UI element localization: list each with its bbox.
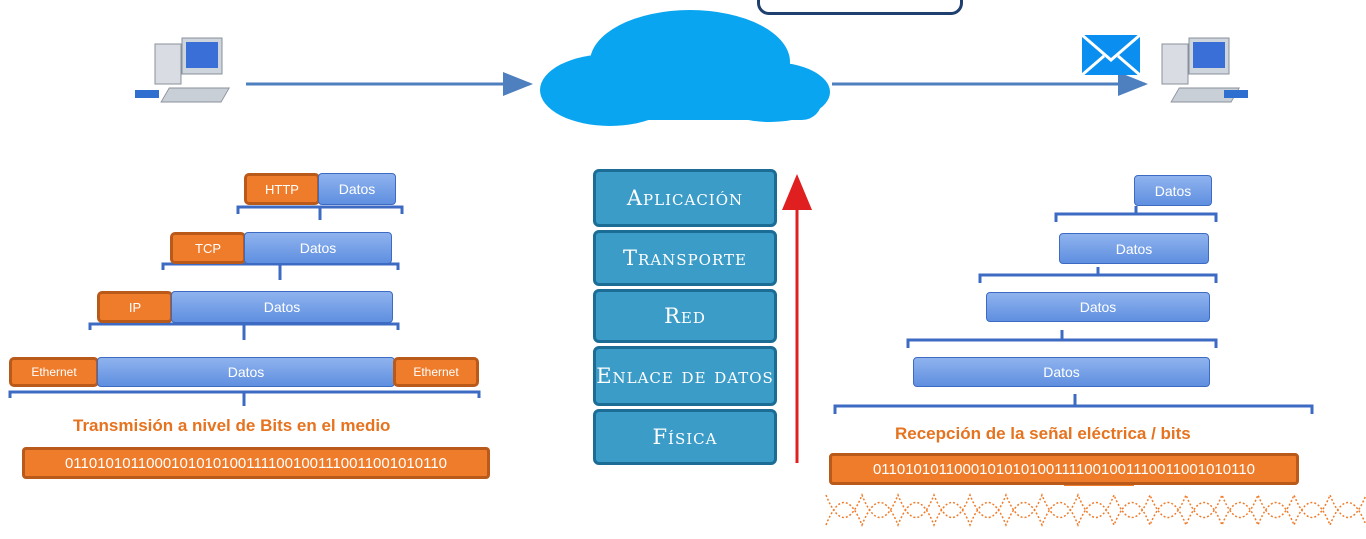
http-header-box: HTTP xyxy=(244,173,320,205)
receiver-data-box-3: Datos xyxy=(986,292,1210,322)
receiver-bits: 0110101011000101010100111100100111001100… xyxy=(829,453,1299,485)
cloud-icon xyxy=(540,10,830,126)
receiver-computer-icon xyxy=(1161,37,1248,103)
receiver-bits-text: 0110101011000101010100111100100111001100… xyxy=(872,460,1256,478)
layer-label: Red xyxy=(664,304,706,328)
receiver-data-box-2: Datos xyxy=(1059,233,1209,264)
layer-fisica: Física xyxy=(593,409,777,465)
data-label: Datos xyxy=(338,181,376,197)
ethernet-data-box: Datos xyxy=(97,357,395,387)
layer-label: Física xyxy=(652,425,718,449)
data-label: Datos xyxy=(1079,299,1117,315)
layer-enlace-de-datos: Enlace de datos xyxy=(593,346,777,406)
ip-label: IP xyxy=(128,299,142,315)
ethernet-header-box: Ethernet xyxy=(9,357,99,387)
sender-computer-icon xyxy=(135,37,230,103)
sender-caption: Transmisión a nivel de Bits en el medio xyxy=(73,416,391,435)
ethernet-label: Ethernet xyxy=(413,365,459,379)
http-data-box: Datos xyxy=(318,173,396,205)
signal-wave-icon xyxy=(825,492,1366,528)
data-label: Datos xyxy=(227,364,265,380)
ethernet-label: Ethernet xyxy=(31,365,77,379)
sender-bits: 0110101011000101010100111100100111001100… xyxy=(22,447,490,479)
receiver-brackets xyxy=(833,206,1314,414)
data-label: Datos xyxy=(1043,364,1080,380)
top-banner-box xyxy=(757,0,963,15)
receiver-data-box-4: Datos xyxy=(913,357,1210,387)
sender-brackets xyxy=(8,205,481,406)
layer-transporte: Transporte xyxy=(593,230,777,286)
layer-label: Transporte xyxy=(623,246,747,270)
envelope-icon xyxy=(1081,33,1141,77)
receiver-caption: Recepción de la señal eléctrica / bits xyxy=(895,424,1191,443)
layer-label: Enlace de datos xyxy=(596,364,774,388)
layer-red: Red xyxy=(593,289,777,343)
layer-label: Aplicación xyxy=(626,186,744,210)
data-label: Datos xyxy=(1115,240,1153,257)
data-label: Datos xyxy=(263,299,301,315)
ethernet-trailer-box: Ethernet xyxy=(393,357,479,387)
tcp-header-box: TCP xyxy=(170,232,246,264)
ip-data-box: Datos xyxy=(171,291,393,323)
receiver-data-box-1: Datos xyxy=(1134,175,1212,206)
data-label: Datos xyxy=(299,240,337,256)
data-label: Datos xyxy=(1154,182,1192,199)
ip-header-box: IP xyxy=(97,291,173,323)
tcp-data-box: Datos xyxy=(244,232,392,264)
tcp-label: TCP xyxy=(195,240,221,256)
sender-bits-text: 0110101011000101010100111100100111001100… xyxy=(64,454,448,472)
layer-aplicacion: Aplicación xyxy=(593,169,777,227)
http-label: HTTP xyxy=(265,181,299,197)
